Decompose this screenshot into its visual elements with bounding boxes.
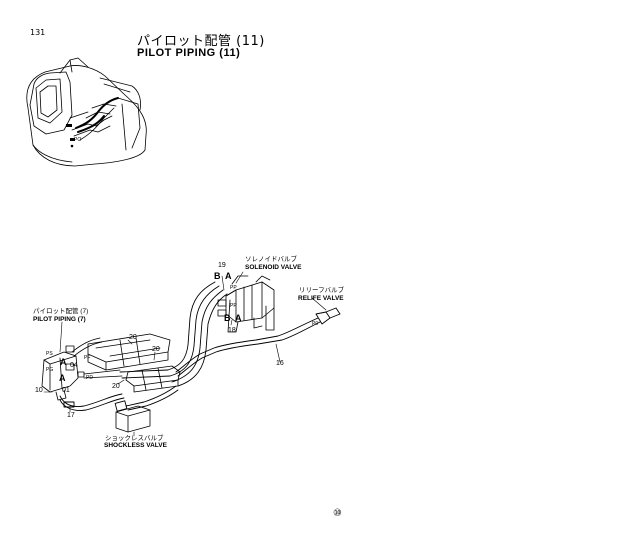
title-english: PILOT PIPING (11) xyxy=(137,47,241,59)
machine-pipe-highlight xyxy=(76,98,118,132)
part-number-16: 16 xyxy=(276,360,284,367)
port-code-pf: PF xyxy=(84,355,91,361)
solenoid-label-ja: ソレノイドバルブ xyxy=(245,256,297,263)
relief-hose xyxy=(176,308,340,376)
shockless-label-en: SHOCKLESS VALVE xyxy=(104,442,167,449)
part-number-10: 10 xyxy=(35,387,43,394)
pilot-piping-ref-en: PILOT PIPING (7) xyxy=(33,316,86,323)
port-code-pd: PD xyxy=(86,375,93,381)
main-hose-pair xyxy=(120,282,227,386)
page-number: 131 xyxy=(30,28,46,37)
title-japanese: パイロット配管 (11) xyxy=(137,34,265,49)
shockless-valve-box xyxy=(116,406,150,432)
port-code-pp: PP xyxy=(230,285,237,291)
part-number-20: 20 xyxy=(152,346,160,353)
port-letter-a: A xyxy=(60,357,67,367)
port-letter-a: A xyxy=(225,271,232,281)
part-number-18: 18 xyxy=(228,327,236,334)
machine-overview-illustration xyxy=(27,58,147,166)
machine-detail-fills xyxy=(66,124,75,148)
port-letter-a: A xyxy=(235,313,242,323)
port-code-p0: P0 xyxy=(312,321,319,327)
port-letter-b: B xyxy=(224,313,231,323)
machine-port-code: PO xyxy=(74,137,82,143)
solenoid-label-en: SOLENOID VALVE xyxy=(245,264,302,271)
pilot-piping-ref-ja: パイロット配管 (7) xyxy=(33,308,89,315)
solenoid-valve-block xyxy=(218,276,274,332)
part-number-20: 20 xyxy=(129,334,137,341)
leader-lines xyxy=(44,272,326,436)
shockless-label-ja: ショックレスバルブ xyxy=(105,435,164,442)
frame-bracket xyxy=(88,334,180,392)
footer-mark: ⑩ xyxy=(333,508,342,519)
port-letter-a: A xyxy=(59,373,66,383)
lower-left-hose xyxy=(60,394,124,411)
relief-label-en: RELIFE VALVE xyxy=(298,295,344,302)
port-code-pg: PG xyxy=(46,367,54,373)
port-code-ps: PS xyxy=(46,351,53,357)
port-code-pp: PP xyxy=(230,303,237,309)
part-number-17: 17 xyxy=(67,412,75,419)
part-number-19: 19 xyxy=(218,262,226,269)
shockless-hose xyxy=(115,386,178,411)
part-number-04: 04 xyxy=(70,362,78,369)
part-number-20: 20 xyxy=(112,383,120,390)
part-number-01: 01 xyxy=(62,387,70,394)
port-letter-b: B xyxy=(214,271,221,281)
relief-label-ja: リリーフバルブ xyxy=(299,287,345,294)
